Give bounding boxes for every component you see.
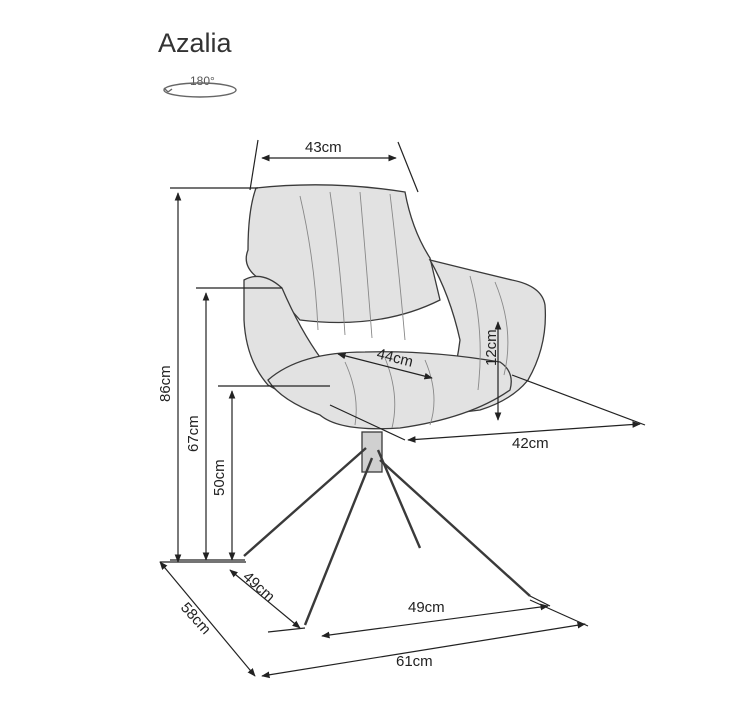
label-seat-depth: 42cm: [512, 435, 549, 452]
label-seat-height: 50cm: [211, 459, 228, 496]
label-total-height: 86cm: [157, 365, 174, 402]
label-back-width: 43cm: [305, 139, 342, 156]
label-base-width: 49cm: [408, 599, 445, 616]
label-base-depth: 49cm: [239, 568, 278, 605]
dimension-lines: [159, 139, 646, 679]
label-overall-depth: 58cm: [177, 599, 214, 638]
chair-legs: [243, 447, 531, 626]
label-arm-height: 67cm: [185, 415, 202, 452]
chair-backrest: [245, 184, 441, 324]
label-overall-width: 61cm: [396, 653, 433, 670]
rotation-label: 180°: [190, 74, 215, 88]
chair-seat: [267, 351, 512, 430]
chair-illustration: [243, 184, 547, 473]
label-armrest-height: 12cm: [483, 329, 500, 366]
rotation-icon: [163, 82, 237, 98]
product-title: Azalia: [158, 28, 232, 58]
